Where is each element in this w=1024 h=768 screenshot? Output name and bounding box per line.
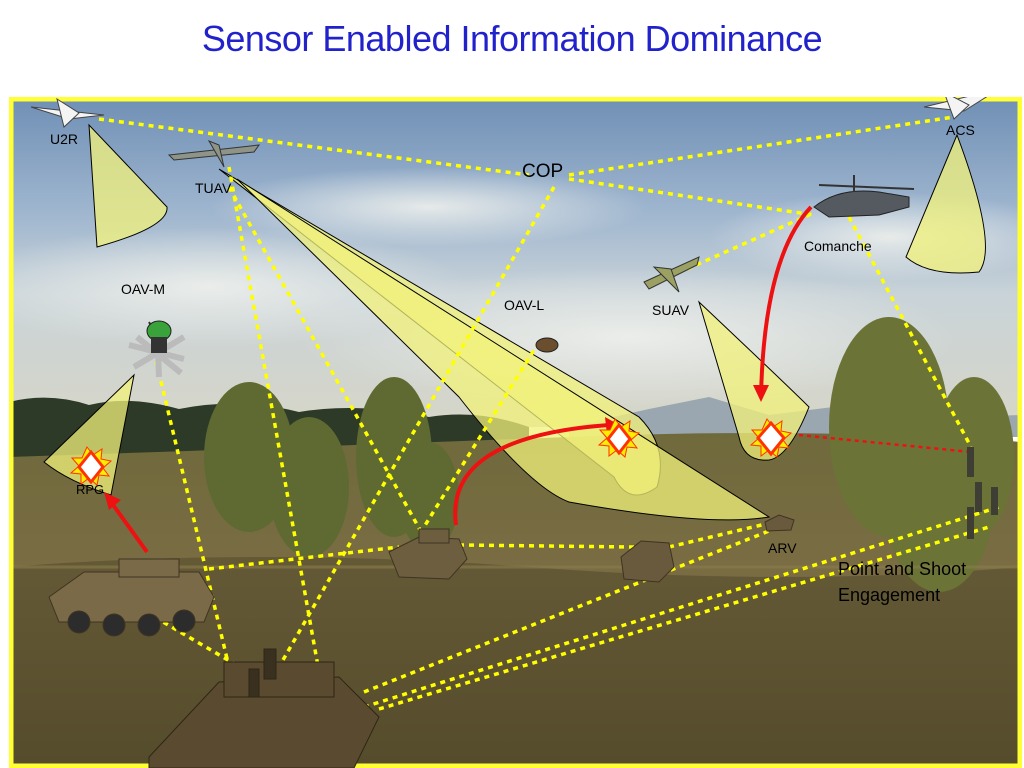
u2r-label: U2R: [50, 131, 79, 147]
target-suav: [749, 418, 793, 458]
comm-links: [98, 115, 1000, 711]
link: [668, 520, 775, 549]
laser-line: [798, 433, 972, 454]
link: [208, 545, 400, 571]
u2r-aircraft-icon: [30, 97, 105, 128]
armored-vehicle-right: [620, 540, 675, 583]
soldiers-icon: [967, 447, 998, 539]
link: [363, 525, 780, 694]
arrow-tuav-target: [453, 423, 610, 526]
u2r-cone: [88, 123, 168, 248]
engagement-label-line1: Point and Shoot: [838, 559, 967, 579]
rpg-label: RPG: [76, 482, 105, 497]
engagement-label-line2: Engagement: [838, 585, 941, 605]
oav-l-vehicle-icon: [535, 337, 559, 353]
oav-m-label: OAV-M: [121, 281, 166, 297]
link: [422, 341, 541, 528]
link: [152, 351, 231, 668]
suav-cone: [697, 300, 810, 461]
target-center: [597, 418, 641, 458]
link: [568, 115, 955, 177]
link: [98, 117, 530, 177]
suav-label: SUAV: [652, 302, 690, 318]
acs-aircraft-icon: [923, 97, 988, 120]
armored-vehicle-left: [48, 558, 215, 637]
oav-l-label: OAV-L: [504, 297, 545, 313]
link: [847, 216, 973, 448]
tree-group-left: [204, 377, 459, 557]
comanche-label: Comanche: [804, 238, 872, 254]
oav-m-vehicle-icon: [128, 320, 186, 378]
tuav-label: TUAV: [195, 180, 232, 196]
tuav-aircraft-icon: [167, 139, 261, 168]
oav-m-cone: [43, 373, 135, 496]
battlefield-scene: U2R TUAV ACS COP Comanche OAV-M OAV-L SU…: [9, 97, 1022, 768]
cop-label: COP: [522, 161, 564, 182]
target-rpg: [69, 446, 113, 486]
link: [277, 186, 556, 668]
acs-cone: [905, 133, 986, 274]
scene-canvas: [9, 97, 1022, 768]
cloud: [209, 167, 649, 247]
slide-frame: [9, 97, 1022, 768]
arv-vehicle-icon: [764, 514, 795, 532]
link: [568, 177, 815, 217]
link: [363, 505, 1000, 709]
suav-aircraft-icon: [643, 256, 700, 293]
engagement-arrows: [109, 205, 813, 554]
slide-title: Sensor Enabled Information Dominance: [201, 18, 823, 59]
link: [227, 186, 426, 538]
comanche-helicopter-icon: [813, 175, 915, 218]
link: [378, 525, 990, 711]
command-vehicle-front: [148, 648, 380, 768]
arrow-rpg: [109, 500, 149, 554]
arv-label: ARV: [768, 540, 797, 556]
acs-label: ACS: [946, 122, 975, 138]
armored-vehicle-center: [388, 528, 468, 580]
arrow-comanche: [759, 205, 813, 398]
